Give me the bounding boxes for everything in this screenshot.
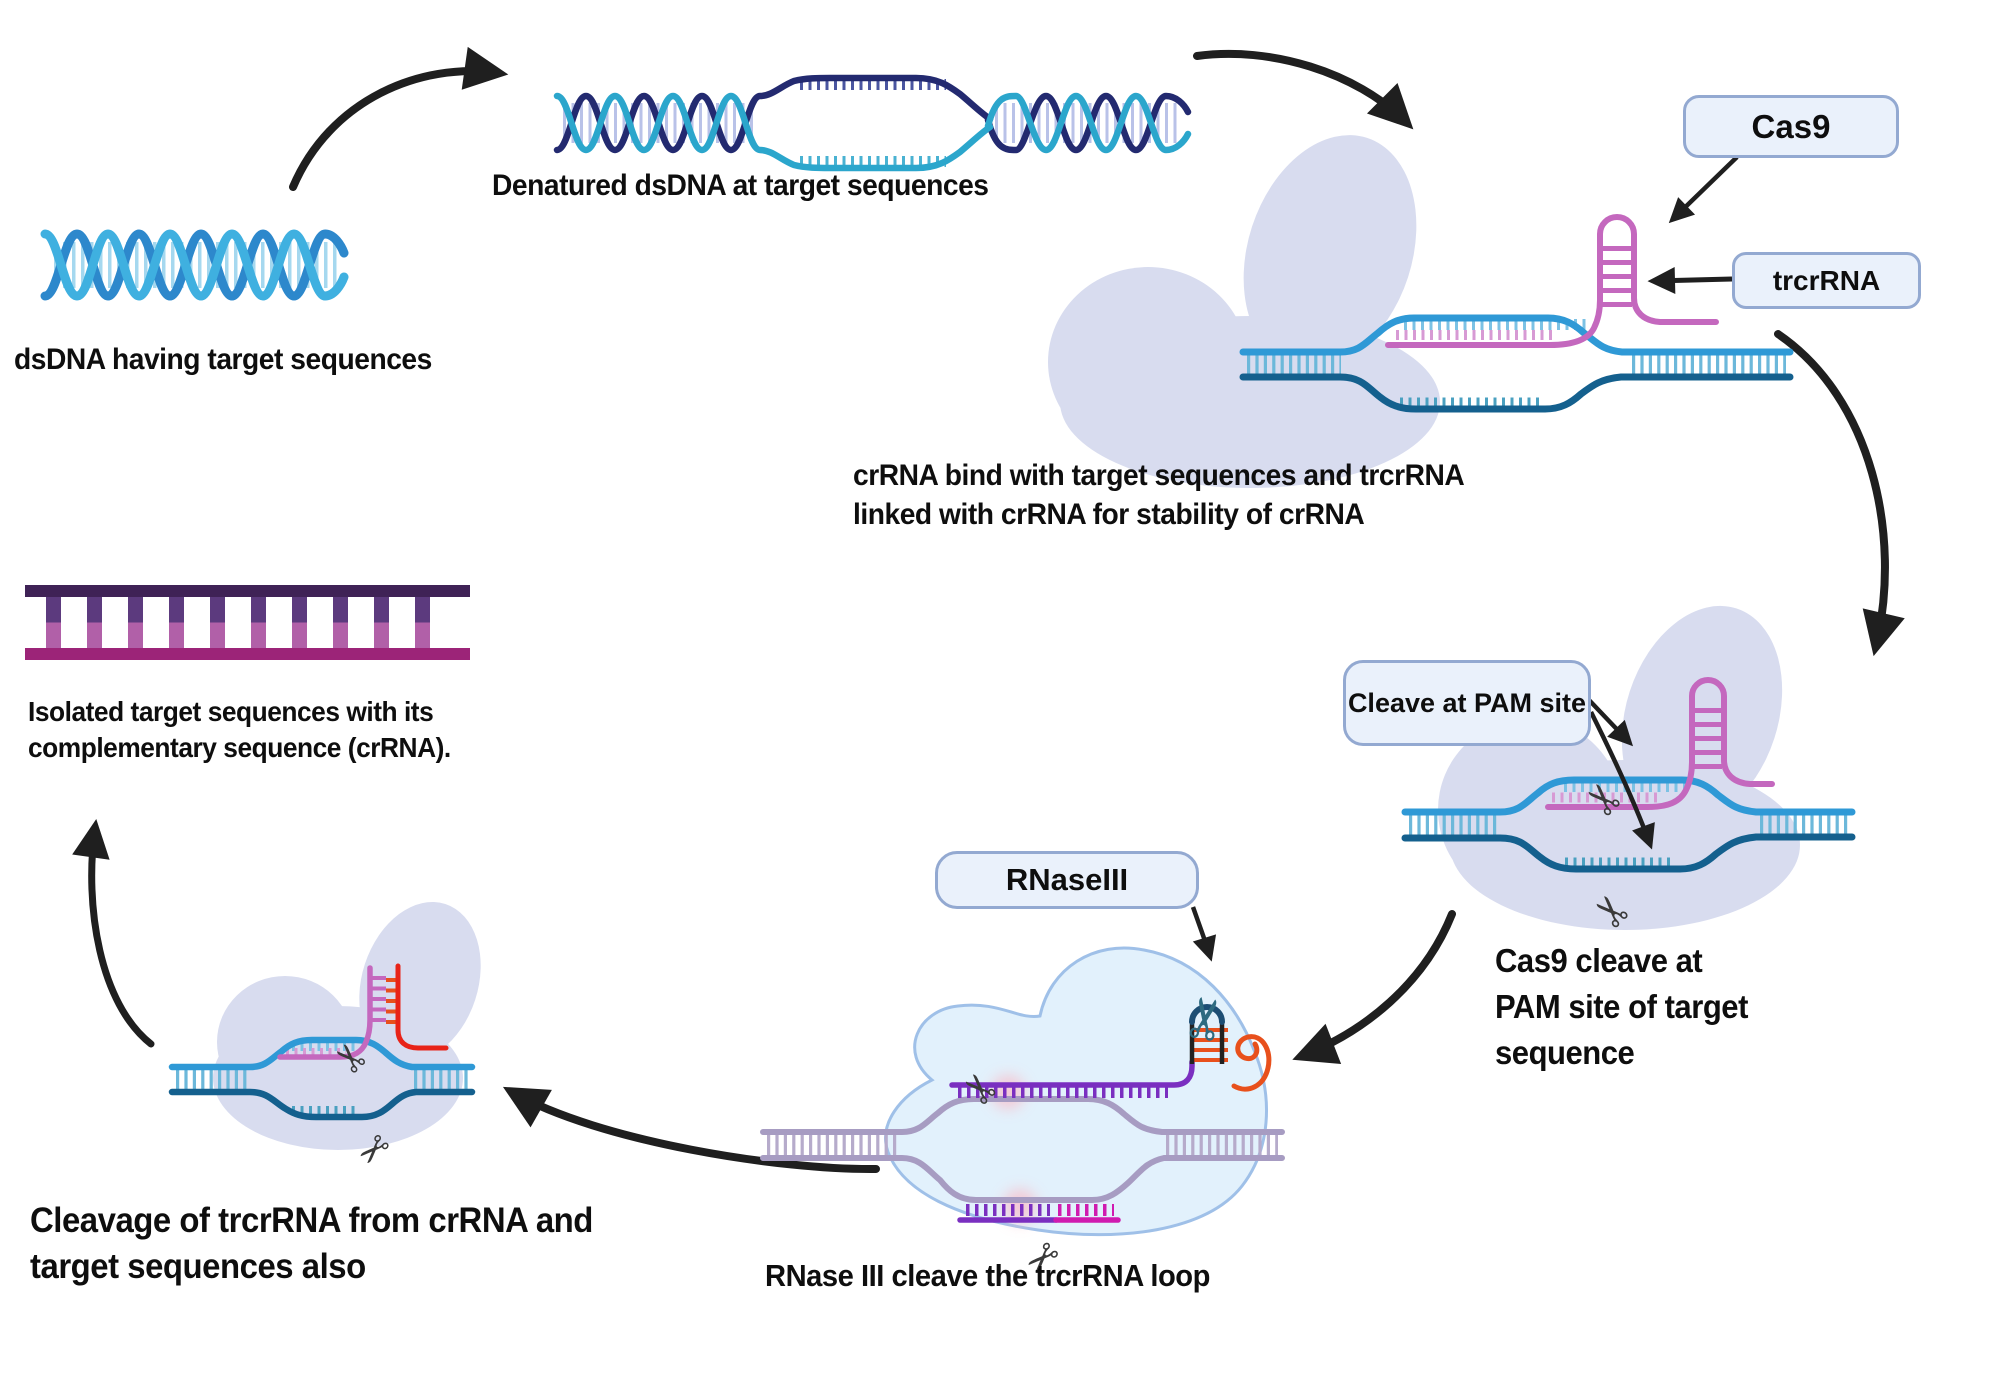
trcrrna-pointer-arrow bbox=[1647, 266, 1733, 294]
arrow-denatured-to-cas9 bbox=[1193, 49, 1414, 130]
cleaved-trcrrna-red bbox=[395, 963, 449, 1051]
caption-denatured: Denatured dsDNA at target sequences bbox=[492, 169, 989, 202]
cas9-pointer-arrow bbox=[1668, 155, 1739, 224]
dsdna-helix-illustration bbox=[40, 229, 349, 301]
cleaved-complex: ✂ ✂ bbox=[168, 901, 481, 1176]
denatured-dsdna-illustration bbox=[553, 74, 1192, 172]
label-box-cas9: Cas9 bbox=[1683, 95, 1899, 158]
caption-cas9-cleave: Cas9 cleave at PAM site of target sequen… bbox=[1495, 942, 1748, 1072]
pam-cleave-complex: ✂ ✂ bbox=[1401, 605, 1856, 940]
rnase-pointer-arrow bbox=[1190, 906, 1217, 962]
arrow-rnase-to-cleavage bbox=[502, 1086, 880, 1174]
label-box-cleave-pam: Cleave at PAM site bbox=[1343, 660, 1591, 746]
caption-cleavage: Cleavage of trcrRNA from crRNA and targe… bbox=[30, 1201, 593, 1286]
crrna-violet-strand bbox=[949, 1059, 1195, 1088]
arrow-cas9-to-pam bbox=[1774, 330, 1905, 657]
cut-loop-orange bbox=[1231, 1034, 1272, 1092]
label-box-rnaseiii: RNaseIII bbox=[935, 851, 1199, 909]
cas9-protein-blob bbox=[1438, 605, 1800, 930]
crrna-trcrrna-strand bbox=[1545, 677, 1775, 810]
cas9-protein-blob bbox=[213, 901, 481, 1150]
pam-pointer-arrow-top bbox=[1587, 698, 1634, 747]
caption-rnase-cleave: RNase III cleave the trcrRNA loop bbox=[765, 1258, 1210, 1293]
caption-crrna-bind: crRNA bind with target sequences and trc… bbox=[853, 459, 1465, 531]
flow-arrows bbox=[72, 46, 1905, 1174]
pam-pointer-arrow-bottom bbox=[1588, 710, 1655, 850]
arrow-cleavage-to-isolated bbox=[72, 818, 155, 1048]
caption-isolated: Isolated target sequences with its compl… bbox=[28, 696, 451, 764]
crrna-strand bbox=[277, 965, 373, 1060]
scissors-icon: ✂ bbox=[1171, 990, 1243, 1047]
cas9-crrna-complex bbox=[1048, 135, 1794, 488]
isolated-ladder-illustration bbox=[25, 585, 470, 660]
caption-dsdna: dsDNA having target sequences bbox=[14, 343, 432, 376]
crrna-trcrrna-strand bbox=[1385, 214, 1719, 348]
arrow-dsdna-to-denatured bbox=[289, 46, 509, 191]
rnase-complex: ✂ ✂ ✂ bbox=[760, 906, 1285, 1285]
label-box-trcrrna: trcrRNA bbox=[1732, 252, 1921, 309]
trcrrna-loop bbox=[1189, 1004, 1225, 1025]
cas9-protein-blob bbox=[1048, 135, 1440, 488]
arrow-pam-to-rnase bbox=[1292, 910, 1456, 1065]
